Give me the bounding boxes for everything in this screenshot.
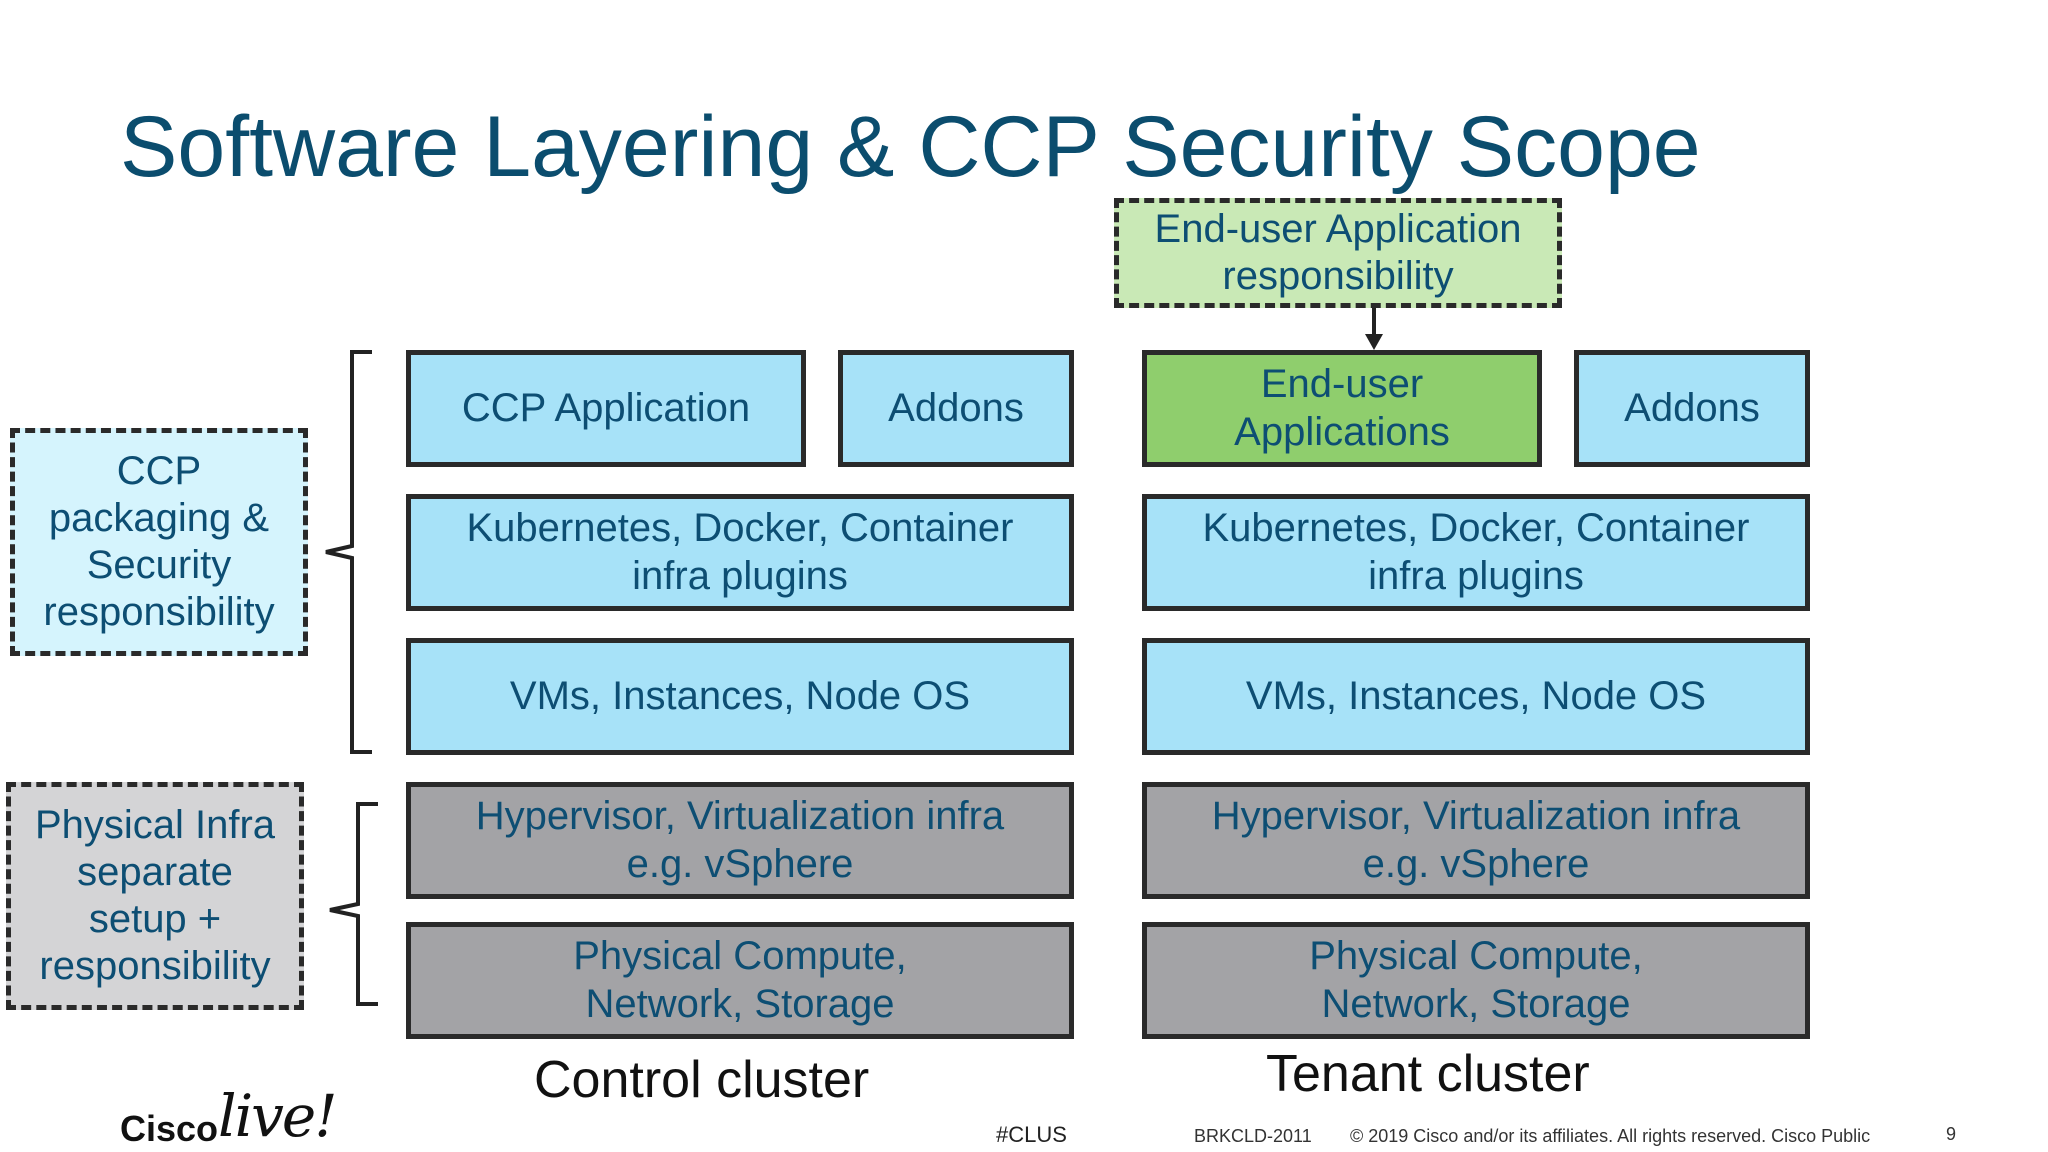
control-ccp-application-label: CCP Application [461,385,751,430]
tenant-kubernetes-label: Kubernetes, Docker, Container infra plug… [1202,506,1750,598]
control-addons-layer: Addons [838,350,1074,467]
responsibility-arrow-head [1365,334,1383,350]
ccp-responsibility-label: CCP packaging & Security responsibility [43,448,275,635]
tenant-kubernetes-layer: Kubernetes, Docker, Container infra plug… [1142,494,1810,611]
ccp-scope-brace [325,350,372,754]
end-user-responsibility-callout: End-user Application responsibility [1114,198,1562,308]
footer-hashtag: #CLUS [996,1122,1067,1147]
physical-responsibility-label: Physical Infra separate setup + responsi… [34,802,276,989]
control-physical-label: Physical Compute, Network, Storage [573,934,907,1026]
tenant-addons-layer: Addons [1574,350,1810,467]
tenant-end-user-applications-label: End-user Applications [1234,362,1450,454]
tenant-physical-layer: Physical Compute, Network, Storage [1142,922,1810,1039]
page-title: Software Layering & CCP Security Scope [120,99,1701,195]
cisco-live-logo: Ciscolive! [120,1082,338,1150]
footer-session-code: BRKCLD-2011 [1194,1126,1312,1146]
tenant-hypervisor-layer: Hypervisor, Virtualization infra e.g. vS… [1142,782,1810,899]
control-kubernetes-layer: Kubernetes, Docker, Container infra plug… [406,494,1074,611]
footer-copyright: © 2019 Cisco and/or its affiliates. All … [1350,1126,1871,1146]
physical-responsibility-callout: Physical Infra separate setup + responsi… [6,782,304,1010]
logo-live-text: live! [218,1082,337,1150]
end-user-responsibility-label: End-user Application responsibility [1154,206,1522,298]
logo-cisco-text: Cisco [120,1108,219,1149]
control-cluster-label: Control cluster [534,1051,870,1109]
control-kubernetes-label: Kubernetes, Docker, Container infra plug… [466,506,1014,598]
footer-page-number: 9 [1946,1124,1957,1144]
control-addons-label: Addons [888,385,1024,430]
control-hypervisor-layer: Hypervisor, Virtualization infra e.g. vS… [406,782,1074,899]
tenant-hypervisor-label: Hypervisor, Virtualization infra e.g. vS… [1211,794,1741,886]
control-physical-layer: Physical Compute, Network, Storage [406,922,1074,1039]
control-hypervisor-label: Hypervisor, Virtualization infra e.g. vS… [475,794,1005,886]
control-vms-layer: VMs, Instances, Node OS [406,638,1074,755]
tenant-end-user-applications-layer: End-user Applications [1142,350,1542,467]
ccp-responsibility-callout: CCP packaging & Security responsibility [10,428,308,656]
tenant-vms-layer: VMs, Instances, Node OS [1142,638,1810,755]
physical-scope-brace [329,802,378,1006]
control-ccp-application-layer: CCP Application [406,350,806,467]
tenant-addons-label: Addons [1624,385,1760,430]
tenant-physical-label: Physical Compute, Network, Storage [1309,934,1643,1026]
tenant-cluster-label: Tenant cluster [1266,1045,1590,1103]
tenant-vms-label: VMs, Instances, Node OS [1245,673,1707,718]
control-vms-label: VMs, Instances, Node OS [509,673,971,718]
